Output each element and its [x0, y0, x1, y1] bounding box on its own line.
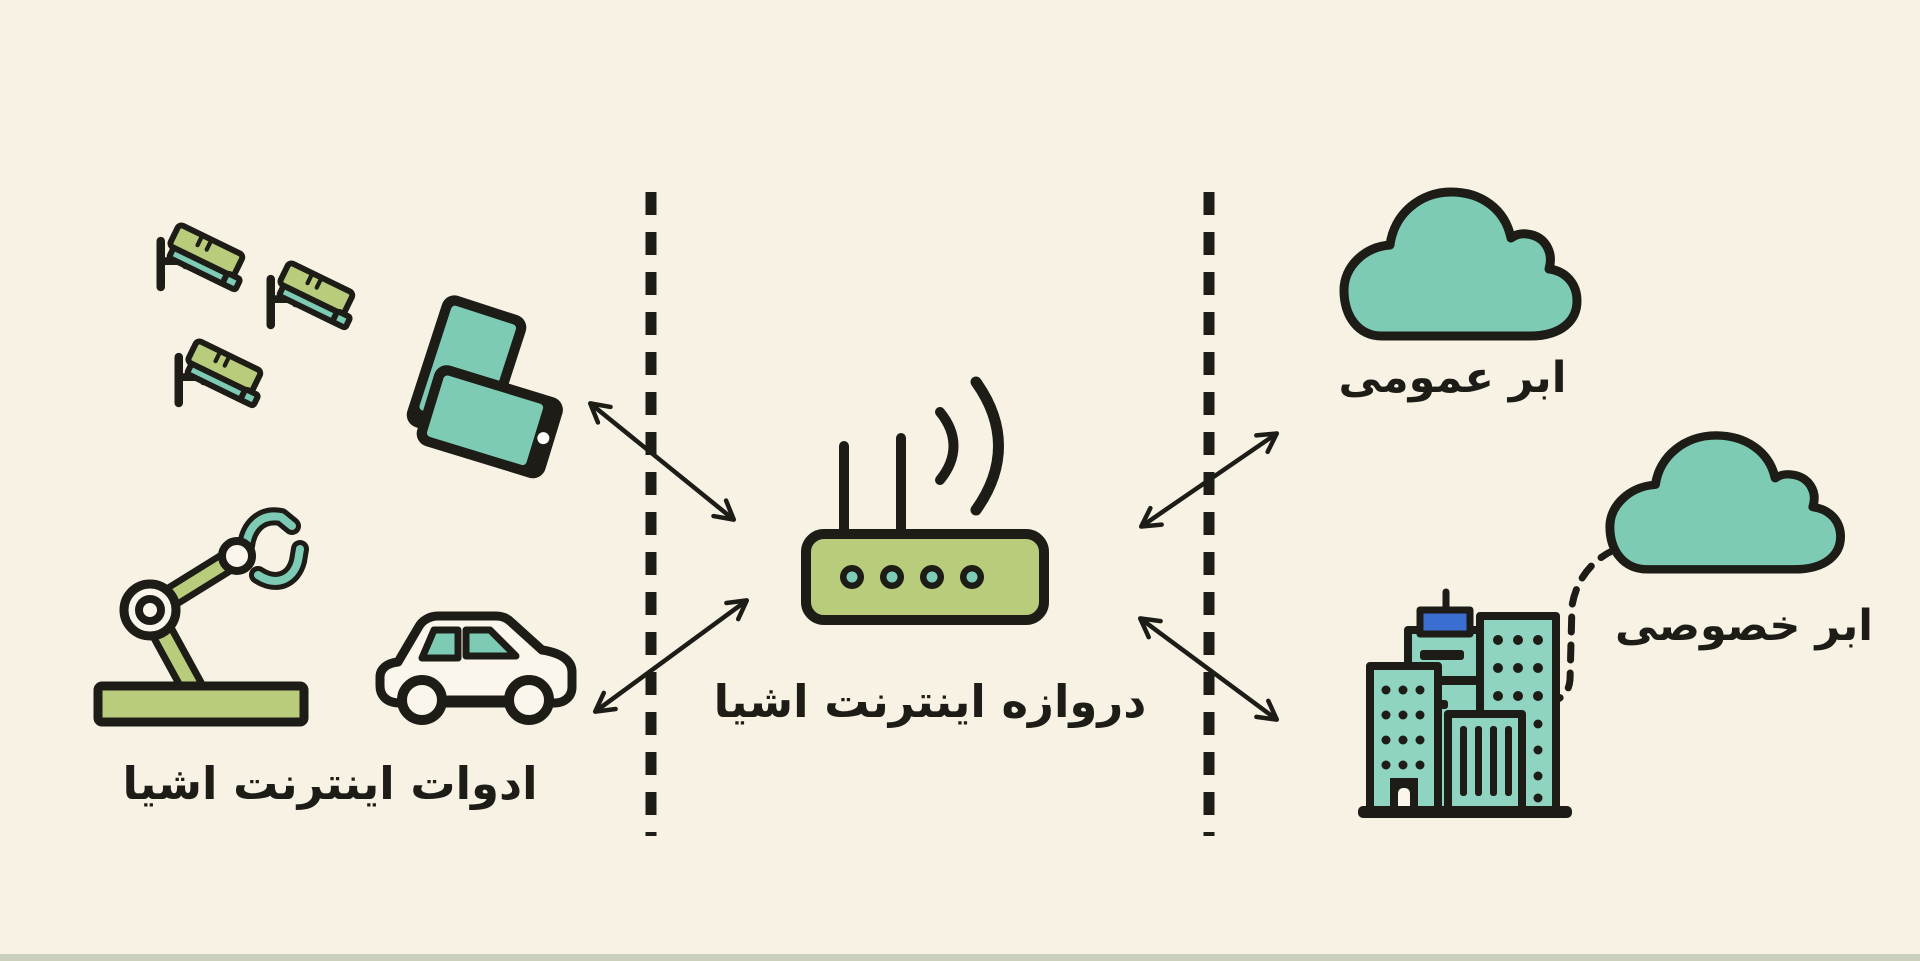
wifi-router-icon [801, 376, 1049, 625]
tablet-devices-icon [406, 295, 563, 479]
robot-arm-icon [93, 507, 309, 727]
public-cloud-label: ابر عمومی [1338, 353, 1567, 403]
arrow-devices-gateway-bottom [592, 598, 750, 714]
city-buildings-icon [1358, 588, 1572, 818]
gateway-label: دروازه اینترنت اشیا [713, 675, 1147, 728]
car-icon [375, 611, 577, 725]
cctv-camera-icon [267, 262, 361, 329]
private-cloud-icon [1605, 431, 1846, 574]
arrow-gateway-private-cloud [1137, 616, 1280, 722]
bottom-strip [0, 954, 1920, 961]
cctv-camera-icon [175, 340, 269, 407]
arrow-devices-gateway-top [587, 401, 737, 522]
devices-label: ادوات اینترنت اشیا [122, 757, 538, 810]
cctv-camera-icon [157, 224, 251, 291]
cloud-building-connector [1548, 546, 1618, 706]
arrow-gateway-public-cloud [1138, 431, 1280, 529]
public-cloud-icon [1339, 187, 1582, 341]
private-cloud-label: ابر خصوصی [1615, 601, 1873, 651]
